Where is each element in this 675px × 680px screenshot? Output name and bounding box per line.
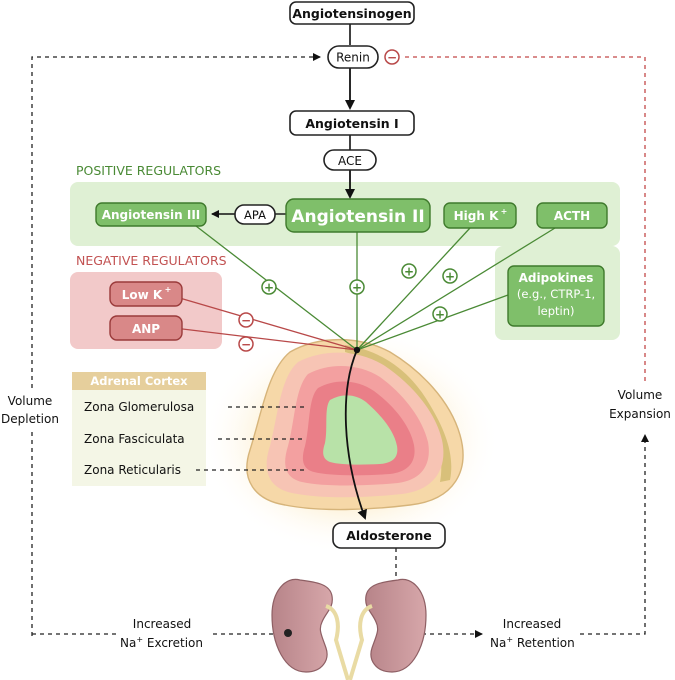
svg-text:ACTH: ACTH — [554, 209, 590, 223]
minus-badge: − — [238, 312, 254, 328]
angiotensin-i-node: Angiotensin I — [289, 110, 415, 136]
volume-depletion-loop — [31, 53, 321, 636]
convergence-point — [353, 346, 361, 354]
plus-badge: + — [261, 279, 277, 295]
svg-text:High K: High K — [454, 209, 499, 223]
svg-text:Angiotensin III: Angiotensin III — [102, 208, 201, 222]
aldosterone-node: Aldosterone — [332, 522, 446, 549]
svg-text:Angiotensin II: Angiotensin II — [291, 207, 424, 227]
volume-expansion-label-line1: Volume — [618, 388, 663, 402]
volume-expansion-label-line2: Expansion — [609, 407, 671, 421]
acth-node: ACTH — [536, 202, 608, 229]
svg-text:Renin: Renin — [336, 51, 370, 65]
angiotensin-iii-node: Angiotensin III — [95, 202, 207, 227]
anp-node: ANP — [109, 315, 183, 341]
ace-node: ACE — [323, 149, 377, 171]
increased-retention-label-line2: Na+ Retention — [490, 635, 575, 650]
svg-text:+: + — [435, 308, 445, 322]
negative-regulators-heading: NEGATIVE REGULATORS — [76, 253, 227, 268]
svg-text:+: + — [352, 281, 362, 295]
kidney-right — [348, 578, 427, 680]
positive-regulator-lines — [195, 225, 556, 351]
adrenal-gland — [246, 338, 464, 511]
svg-text:Low K: Low K — [122, 288, 163, 302]
svg-text:−: − — [387, 51, 397, 65]
increased-retention-label-line1: Increased — [503, 617, 561, 631]
volume-depletion-label-line1: Volume — [8, 394, 53, 408]
volume-expansion-loop — [580, 434, 649, 635]
apa-node: APA — [234, 204, 276, 225]
increased-excretion-label-line2: Na+ Excretion — [120, 635, 203, 650]
minus-badge: − — [238, 336, 254, 352]
svg-text:Aldosterone: Aldosterone — [346, 528, 432, 543]
adrenal-cortex-legend-header — [72, 372, 206, 390]
svg-text:+: + — [404, 265, 414, 279]
svg-text:+: + — [445, 270, 455, 284]
plus-badge: + — [401, 263, 417, 279]
zona-fasciculata-label: Zona Fasciculata — [84, 432, 185, 446]
svg-text:Angiotensin I: Angiotensin I — [305, 116, 398, 131]
svg-text:Angiotensinogen: Angiotensinogen — [292, 6, 411, 21]
renin-inhibition-badge: − — [384, 49, 400, 65]
svg-text:+: + — [264, 281, 274, 295]
aldosterone-arrow — [344, 349, 367, 520]
adrenal-cortex-title: Adrenal Cortex — [90, 374, 188, 388]
angiotensin-ii-node: Angiotensin II — [285, 198, 431, 233]
negative-regulator-lines — [165, 293, 358, 351]
zona-glomerulosa-label: Zona Glomerulosa — [84, 400, 194, 414]
low-k-node: Low K + — [109, 281, 183, 307]
svg-text:ACE: ACE — [338, 154, 362, 168]
plus-badge: + — [349, 279, 365, 295]
renin-node: Renin — [327, 45, 379, 69]
adipokines-node: Adipokines (e.g., CTRP-1, leptin) — [507, 265, 605, 327]
positive-regulators-heading: POSITIVE REGULATORS — [76, 163, 221, 178]
increased-excretion-label-line1: Increased — [133, 617, 191, 631]
svg-text:+: + — [501, 207, 508, 216]
svg-text:APA: APA — [244, 208, 266, 222]
plus-badge: + — [442, 268, 458, 284]
kidney-left — [271, 578, 350, 680]
high-k-node: High K + — [443, 202, 517, 229]
zona-reticularis-label: Zona Reticularis — [84, 463, 181, 477]
svg-text:leptin): leptin) — [537, 304, 574, 318]
svg-text:ANP: ANP — [132, 322, 160, 336]
kidney-dot — [284, 629, 292, 637]
angiotensinogen-node: Angiotensinogen — [289, 1, 415, 25]
adrenal-medulla — [323, 395, 398, 465]
svg-text:+: + — [165, 285, 172, 294]
svg-text:−: − — [241, 338, 251, 352]
svg-text:(e.g., CTRP-1,: (e.g., CTRP-1, — [517, 287, 595, 301]
plus-badge: + — [432, 306, 448, 322]
svg-text:−: − — [241, 314, 251, 328]
svg-text:Adipokines: Adipokines — [519, 271, 594, 285]
adrenal-cortex-legend-panel — [72, 372, 206, 486]
volume-depletion-label-line2: Depletion — [1, 412, 59, 426]
